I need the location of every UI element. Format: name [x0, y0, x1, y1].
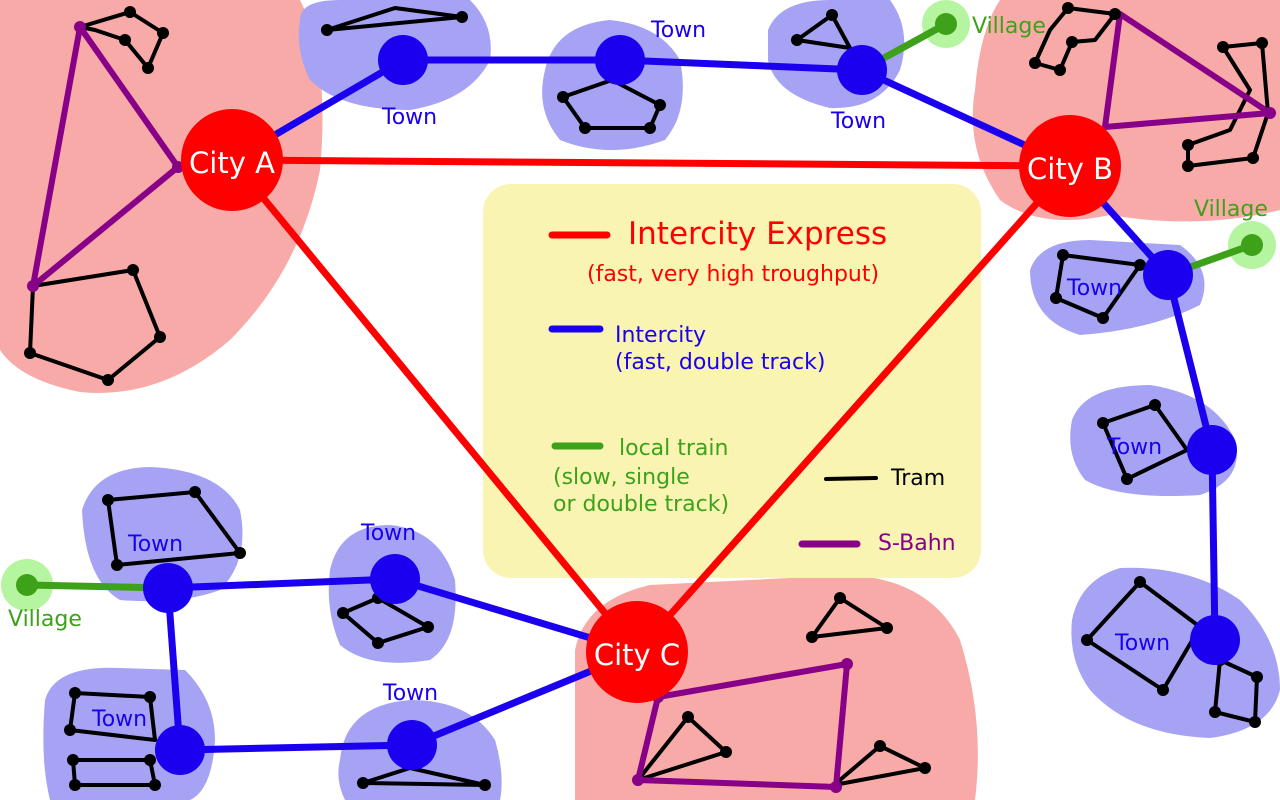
tram-stops	[24, 2, 1268, 791]
intercity-line	[164, 575, 641, 754]
town-station	[370, 554, 420, 604]
town-label: Town	[381, 105, 437, 130]
legend-ice-title: Intercity Express	[628, 216, 887, 252]
legend-ice-note: (fast, very high troughput)	[587, 262, 879, 287]
town-station	[143, 563, 193, 613]
town-stations	[143, 35, 1240, 775]
town-area	[1071, 567, 1280, 738]
city-c-label: City C	[594, 638, 680, 672]
town-labels: Town Town Town Town Town Town Town Town …	[91, 18, 1170, 732]
town-station	[155, 725, 205, 775]
town-label: Town	[1106, 435, 1162, 460]
legend-sbahn-title: S-Bahn	[878, 531, 956, 556]
city-b-station	[1019, 115, 1121, 217]
legend-intercity-title: Intercity	[615, 323, 706, 348]
intercity-express-lines	[228, 156, 1074, 656]
village-label: Village	[8, 607, 82, 632]
legend-local-note-1: (slow, single	[553, 465, 690, 490]
legend-tram-title: Tram	[890, 466, 945, 491]
village-station	[16, 574, 38, 596]
tram-line	[636, 715, 728, 782]
village-label: Village	[1194, 197, 1268, 222]
s-bahn-line	[30, 24, 181, 289]
town-station	[837, 45, 887, 95]
village-stations	[16, 13, 1263, 596]
town-station	[378, 35, 428, 85]
town-label: Town	[1114, 631, 1170, 656]
ice-line-a-c	[228, 156, 641, 656]
legend-intercity-note: (fast, double track)	[615, 350, 825, 375]
tram-line	[561, 78, 662, 130]
town-station	[1190, 615, 1240, 665]
town-label: Town	[1066, 276, 1122, 301]
town-label: Town	[127, 532, 183, 557]
ice-line-b-c	[633, 162, 1074, 656]
legend: Intercity Express (fast, very high troug…	[548, 216, 956, 556]
town-station	[387, 720, 437, 770]
village-station	[1241, 234, 1263, 256]
town-station	[595, 35, 645, 85]
town-label: Town	[650, 18, 706, 43]
town-label: Town	[360, 521, 416, 546]
tram-line	[325, 6, 464, 32]
city-stations	[181, 109, 1121, 703]
tram-line	[795, 13, 852, 50]
city-a-area	[0, 0, 323, 393]
tram-line	[68, 691, 157, 742]
legend-local-note-2: or double track)	[553, 492, 729, 517]
town-station	[1187, 425, 1237, 475]
city-b-label: City B	[1027, 152, 1113, 186]
town-label: Town	[382, 681, 438, 706]
village-label: Village	[972, 14, 1046, 39]
tram-line	[28, 268, 162, 382]
town-label: Town	[91, 707, 147, 732]
intercity-line	[1066, 162, 1219, 644]
city-a-label: City A	[189, 146, 275, 180]
village-station	[935, 13, 957, 35]
ice-line-a-b	[228, 156, 1074, 170]
tram-line	[810, 596, 889, 639]
city-c-station	[586, 601, 688, 703]
s-bahn-stops	[27, 21, 1276, 793]
town-station	[1143, 250, 1193, 300]
legend-local-title: local train	[619, 436, 728, 461]
city-a-station	[181, 109, 283, 211]
town-label: Town	[830, 109, 886, 134]
s-bahn-line	[1102, 11, 1273, 130]
tram-line	[361, 766, 487, 787]
tram-line	[832, 744, 927, 787]
legend-tram-swatch	[824, 476, 878, 481]
village-labels: Village Village Village	[8, 14, 1268, 632]
